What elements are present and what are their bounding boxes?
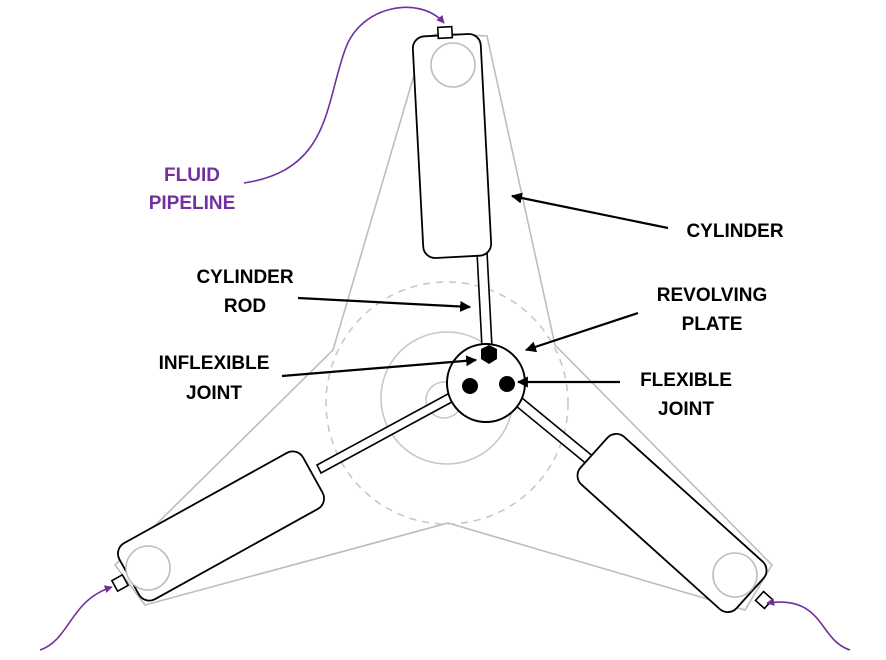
- fluid-pipeline-label-line1: FLUID: [164, 165, 220, 186]
- left-pipe-connector: [110, 573, 130, 593]
- right-fluid-pipeline: [766, 598, 851, 651]
- inflexible-joint-label-line2: JOINT: [186, 383, 242, 404]
- cylinder-rod-label-line2: ROD: [224, 296, 266, 317]
- flexible-joint-label-line1: FLEXIBLE: [640, 370, 732, 391]
- left-roller: [125, 545, 171, 591]
- inflexible-joint-label-line1: INFLEXIBLE: [159, 353, 270, 374]
- right-roller: [712, 552, 758, 598]
- cylinder-rod-arrow: [297, 296, 472, 312]
- top-roller: [430, 42, 476, 88]
- right-cylinder-assembly: [497, 382, 774, 613]
- revolving-plate-arrow: [524, 311, 639, 353]
- cylinder-label: CYLINDER: [686, 221, 783, 242]
- frame-outline: [113, 32, 774, 611]
- top-cylinder-rod: [476, 248, 494, 353]
- cylinder-arrow: [510, 192, 669, 230]
- right-flexible-joint: [499, 376, 515, 392]
- top-fluid-pipeline: [243, 6, 445, 184]
- left-flexible-joint: [462, 378, 478, 394]
- top-cylinder-assembly: [411, 25, 494, 353]
- flexible-joint-label-line2: JOINT: [658, 399, 714, 420]
- revolving-plate-label-line2: PLATE: [682, 314, 743, 335]
- top-pipe-connector: [436, 25, 454, 40]
- left-cylinder-assembly: [110, 380, 476, 602]
- right-pipe-connector: [754, 590, 774, 610]
- inflexible-joint: [481, 345, 497, 364]
- inflexible-joint-arrow: [281, 355, 478, 378]
- dashed-rotation-circle: [325, 281, 569, 525]
- fluid-pipeline-label-line2: PIPELINE: [149, 193, 236, 214]
- cylinder-rod-label-line1: CYLINDER: [196, 267, 293, 288]
- revolving-plate-label-line1: REVOLVING: [657, 285, 768, 306]
- left-fluid-pipeline: [39, 585, 113, 651]
